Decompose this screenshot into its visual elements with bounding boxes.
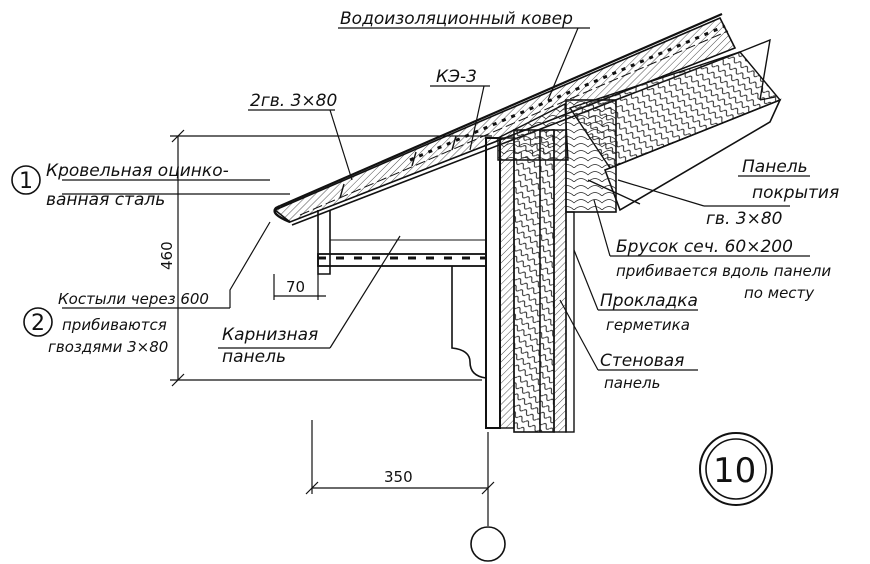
crutches-label-2: прибиваются [62, 316, 167, 334]
nails [339, 135, 641, 205]
beam-label-3: по месту [744, 284, 815, 302]
wall-panel [485, 129, 575, 433]
beam-label-2: прибивается вдоль панели [616, 262, 831, 280]
nail-right-label: гв. 3×80 [706, 209, 782, 229]
wall-panel-label-1: Стеновая [600, 351, 684, 371]
ke3-label: КЭ-3 [436, 67, 477, 87]
callout-2-number: 2 [31, 311, 45, 336]
eaves-panel [317, 210, 487, 379]
sheet-number: 10 [713, 451, 756, 491]
timber-beam [565, 99, 617, 213]
cover-panel-label-1: Панель [742, 157, 808, 177]
cover-panel-label-2: покрытия [752, 183, 839, 203]
dimension-lines [170, 129, 495, 526]
beam-label-1: Брусок сеч. 60×200 [616, 237, 793, 257]
roofing-steel-label-1: Кровельная оцинко- [46, 161, 229, 181]
dimension-70: 70 [286, 278, 305, 296]
wall-panel-label-2: панель [604, 374, 660, 392]
dimension-460: 460 [158, 241, 176, 270]
crutches-label-3: гвоздями 3×80 [48, 338, 168, 356]
dimension-350: 350 [384, 468, 413, 486]
callout-2-circle [23, 307, 53, 337]
gasket-label-2: герметика [606, 316, 690, 334]
nail-top-label: 2гв. 3×80 [250, 91, 337, 111]
axis-marker-circle [470, 526, 506, 562]
eaves-panel-label-2: панель [222, 347, 286, 367]
callout-1-circle [11, 165, 41, 195]
sheet-number-inner-circle [705, 438, 767, 500]
roof-layers [273, 12, 741, 226]
callout-1-number: 1 [19, 169, 33, 194]
crutches-label-1: Костыли через 600 [58, 290, 209, 308]
eaves-panel-label-1: Карнизная [222, 325, 318, 345]
waterproof-carpet-label: Водоизоляционный ковер [340, 9, 573, 29]
gasket-label-1: Прокладка [600, 291, 698, 311]
sheet-number-outer-circle [699, 432, 773, 506]
leader-lines [62, 27, 810, 371]
roofing-steel-label-2: ванная сталь [46, 190, 165, 210]
